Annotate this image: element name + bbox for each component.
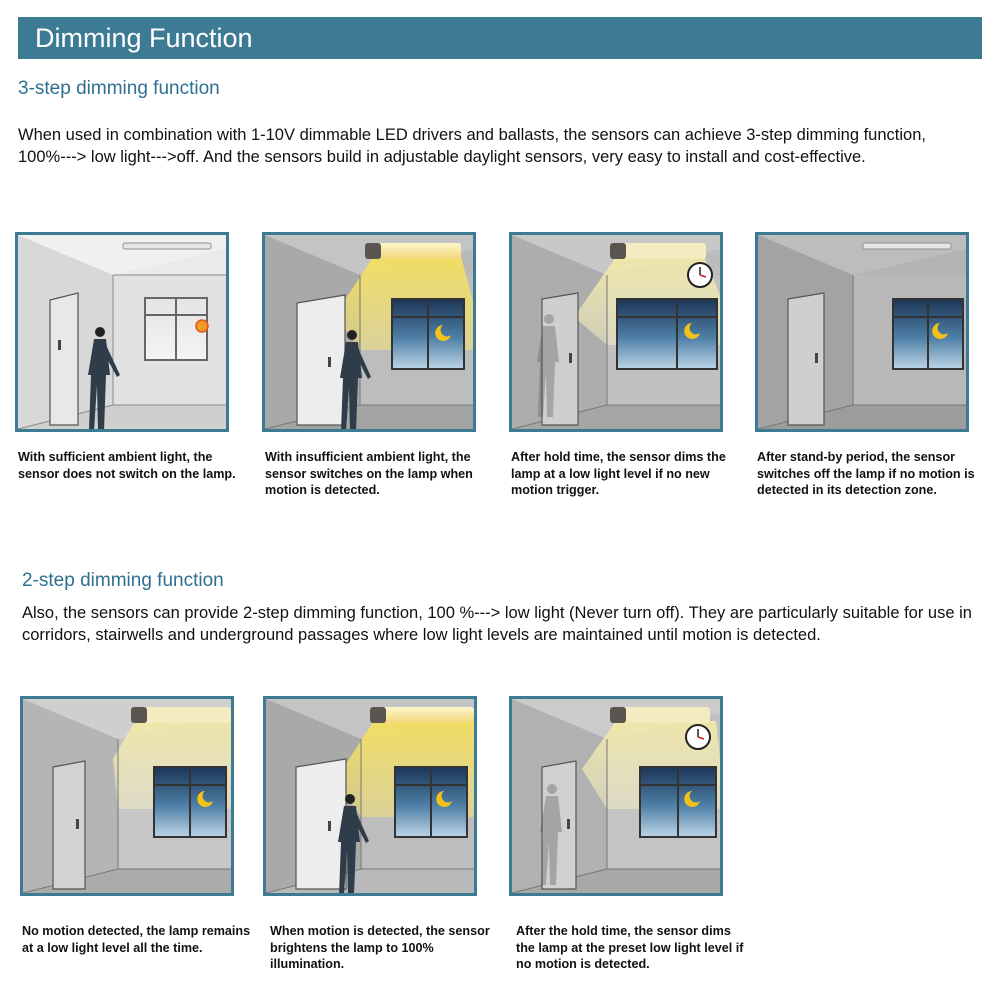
lamp-on-icon: [365, 243, 461, 259]
scene-panel-motion-detected: [263, 696, 477, 896]
caption-hold-time: After hold time, the sensor dims the lam…: [511, 450, 726, 497]
lamp-on-icon: [370, 707, 474, 723]
sun-icon: [195, 319, 209, 333]
lamp-off-icon: [122, 242, 212, 250]
moon-icon: [435, 325, 451, 341]
door-icon: [541, 760, 577, 890]
two-step-title: 2-step dimming function: [22, 570, 224, 591]
room-illustration: [512, 699, 720, 893]
caption-insufficient-light: With insufficient ambient light, the sen…: [265, 450, 473, 497]
door-icon: [49, 292, 79, 426]
lamp-off-icon: [862, 242, 952, 250]
caption-motion-detected: When motion is detected, the sensor brig…: [270, 924, 490, 971]
door-icon: [541, 292, 579, 426]
scene-panel-sufficient-light: [15, 232, 229, 432]
room-illustration: [18, 235, 226, 429]
lamp-dim-icon: [131, 707, 231, 723]
room-illustration: [23, 699, 231, 893]
moon-icon: [436, 791, 452, 807]
moon-icon: [932, 323, 948, 339]
three-step-title: 3-step dimming function: [18, 78, 220, 99]
scene-panel-insufficient-light: [262, 232, 476, 432]
two-step-description: Also, the sensors can provide 2-step dim…: [22, 604, 972, 644]
door-icon: [52, 760, 86, 890]
room-illustration: [512, 235, 720, 429]
room-illustration: [265, 235, 473, 429]
person-icon: [338, 794, 369, 893]
moon-icon: [197, 791, 213, 807]
caption-no-motion: No motion detected, the lamp remains at …: [22, 924, 251, 955]
person-icon: [340, 330, 371, 429]
scene-panel-no-motion: [20, 696, 234, 896]
header-banner: Dimming Function: [18, 17, 982, 59]
lamp-dim-icon: [610, 707, 710, 723]
scene-panel-after-hold: [509, 696, 723, 896]
room-illustration: [266, 699, 474, 893]
room-illustration: [758, 235, 966, 429]
page-title: Dimming Function: [35, 23, 253, 53]
person-icon: [88, 327, 120, 429]
caption-after-hold: After the hold time, the sensor dims the…: [516, 924, 744, 971]
scene-panel-hold-time: [509, 232, 723, 432]
three-step-description: When used in combination with 1-10V dimm…: [18, 126, 926, 166]
door-icon: [787, 292, 825, 426]
window-icon: [616, 298, 718, 370]
lamp-dim-icon: [610, 243, 706, 259]
caption-stand-by: After stand-by period, the sensor switch…: [757, 450, 975, 497]
moon-icon: [684, 323, 700, 339]
person-silhouette-icon: [537, 314, 559, 417]
scene-panel-stand-by: [755, 232, 969, 432]
moon-icon: [684, 791, 700, 807]
caption-sufficient-light: With sufficient ambient light, the senso…: [18, 450, 236, 481]
door-icon: [296, 294, 346, 426]
door-icon: [295, 758, 347, 890]
person-silhouette-icon: [540, 784, 562, 885]
